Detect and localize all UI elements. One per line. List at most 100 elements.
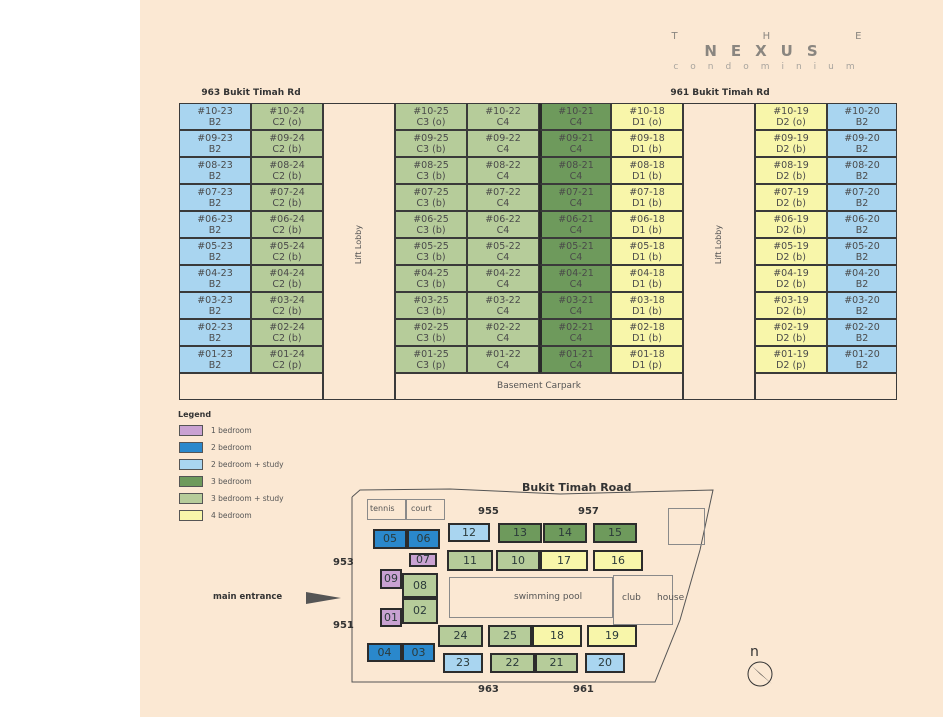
block-03[interactable]: 03 xyxy=(402,643,435,662)
block-24[interactable]: 24 xyxy=(438,625,483,647)
block-12[interactable]: 12 xyxy=(448,523,490,542)
block-02[interactable]: 02 xyxy=(402,598,438,624)
block-17[interactable]: 17 xyxy=(540,550,588,571)
block-08[interactable]: 08 xyxy=(402,573,438,598)
block-19[interactable]: 19 xyxy=(587,625,637,647)
block-04[interactable]: 04 xyxy=(367,643,402,662)
block-09[interactable]: 09 xyxy=(380,569,402,589)
block-14[interactable]: 14 xyxy=(543,523,587,543)
block-20[interactable]: 20 xyxy=(585,653,625,673)
swimming-pool[interactable]: swimming pool xyxy=(449,577,613,618)
club-house[interactable]: club house xyxy=(613,575,684,625)
block-16[interactable]: 16 xyxy=(593,550,643,571)
block-21[interactable]: 21 xyxy=(535,653,578,673)
block-06[interactable]: 06 xyxy=(407,529,440,549)
block-11[interactable]: 11 xyxy=(447,550,493,571)
block-13[interactable]: 13 xyxy=(498,523,542,543)
block-18[interactable]: 18 xyxy=(532,625,582,647)
block-05[interactable]: 05 xyxy=(373,529,407,549)
block-10[interactable]: 10 xyxy=(496,550,540,571)
block-15[interactable]: 15 xyxy=(593,523,637,543)
block-07[interactable]: 07 xyxy=(409,553,437,567)
block-22[interactable]: 22 xyxy=(490,653,535,673)
block-25[interactable]: 25 xyxy=(488,625,532,647)
